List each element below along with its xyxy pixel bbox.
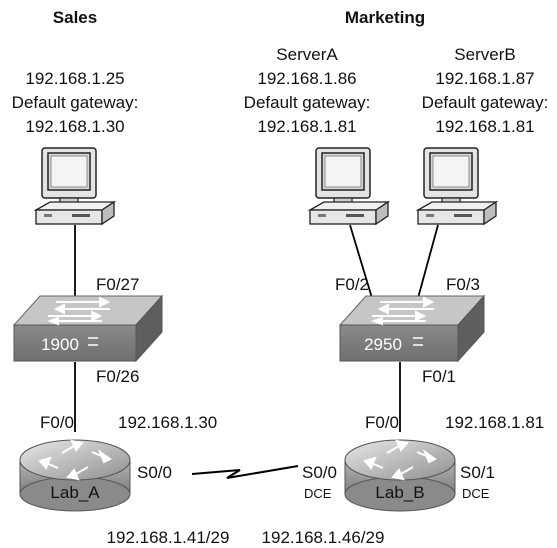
switch-1900-icon: 1900 xyxy=(12,294,164,363)
lab-b-serial1-dce: DCE xyxy=(462,486,490,501)
sales-heading: Sales xyxy=(53,8,97,27)
server-a-gateway: 192.168.1.81 xyxy=(257,117,356,136)
router-lab-b-icon: Lab_B xyxy=(344,439,456,512)
router-lab-b-name: Lab_B xyxy=(375,483,424,502)
sales-pc-gateway-label: Default gateway: xyxy=(12,93,139,112)
server-b-name: ServerB xyxy=(454,45,515,64)
lab-b-fa-ip: 192.168.1.81 xyxy=(445,413,544,432)
switch-2950-icon: 2950 xyxy=(338,294,486,363)
lab-a-fa-ip: 192.168.1.30 xyxy=(118,413,217,432)
lab-b-serial1-port: S0/1 xyxy=(460,463,495,482)
server-a-name: ServerA xyxy=(276,45,338,64)
server-b-gateway: 192.168.1.81 xyxy=(435,117,534,136)
lab-a-serial-port: S0/0 xyxy=(137,463,172,482)
sw2950-port-right: F0/3 xyxy=(446,275,480,294)
switch-1900-model: 1900 xyxy=(41,335,79,354)
link-serverb-2950 xyxy=(417,224,439,299)
server-b-ip: 192.168.1.87 xyxy=(435,69,534,88)
lab-b-serial-ip: 192.168.1.46/29 xyxy=(262,528,385,547)
marketing-heading: Marketing xyxy=(345,8,425,27)
sw1900-port-down: F0/26 xyxy=(96,367,139,386)
server-b-icon xyxy=(417,147,497,225)
lab-b-serial0-dce: DCE xyxy=(304,486,332,501)
switch-2950-model: 2950 xyxy=(364,335,402,354)
sales-pc-gateway: 192.168.1.30 xyxy=(25,117,124,136)
router-lab-a-name: Lab_A xyxy=(50,483,100,502)
sw1900-port-up: F0/27 xyxy=(96,275,139,294)
lab-b-serial0-port: S0/0 xyxy=(302,463,337,482)
sales-pc-ip: 192.168.1.25 xyxy=(25,69,124,88)
server-b-gateway-label: Default gateway: xyxy=(422,93,549,112)
router-lab-a-icon: Lab_A xyxy=(19,439,131,512)
lab-a-serial-ip: 192.168.1.41/29 xyxy=(107,528,230,547)
link-servera-2950 xyxy=(349,224,373,299)
sw2950-port-down: F0/1 xyxy=(422,367,456,386)
sales-pc-icon xyxy=(35,147,115,225)
server-a-ip: 192.168.1.86 xyxy=(257,69,356,88)
server-a-gateway-label: Default gateway: xyxy=(244,93,371,112)
lab-a-fa-port: F0/0 xyxy=(40,413,74,432)
links xyxy=(74,224,439,479)
lab-b-fa-port: F0/0 xyxy=(365,413,399,432)
serial-link xyxy=(191,465,299,479)
sw2950-port-left: F0/2 xyxy=(335,275,369,294)
server-a-icon xyxy=(309,147,389,225)
